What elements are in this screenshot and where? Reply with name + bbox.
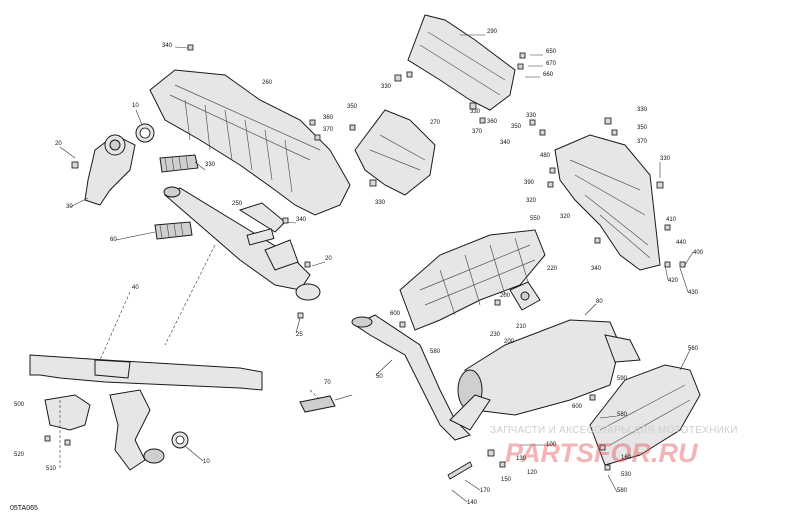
- callout-c550: 550: [530, 216, 541, 222]
- callout-c260: 260: [262, 80, 273, 86]
- gasket-10: [135, 123, 155, 143]
- watermark-tagline: ЗАПЧАСТИ И АКСЕССУАРЫ ДЛЯ МОТОТЕХНИКИ: [490, 425, 738, 436]
- callout-c340b: 340: [500, 140, 511, 146]
- callout-c330c: 330: [526, 113, 537, 119]
- callout-c390: 390: [524, 180, 535, 186]
- leader-lines: [59, 34, 694, 503]
- exhaust-pipe-40: [29, 354, 263, 391]
- tail-shield-560: [589, 364, 701, 466]
- callout-c140: 140: [467, 500, 478, 506]
- callout-c320a: 320: [526, 198, 537, 204]
- callout-c670: 670: [546, 61, 557, 67]
- callout-c70: 70: [324, 380, 331, 386]
- callout-c100: 100: [546, 442, 557, 448]
- callout-c20b: 20: [325, 256, 332, 262]
- callout-c340a: 340: [162, 43, 173, 49]
- pipe-50: [351, 314, 491, 441]
- callout-c330e: 330: [205, 162, 216, 168]
- hardware: [44, 44, 686, 480]
- callout-c340c: 340: [296, 217, 307, 223]
- callout-c220: 220: [547, 266, 558, 272]
- callout-c530: 530: [621, 472, 632, 478]
- callout-c650: 650: [546, 49, 557, 55]
- callout-c20a: 20: [55, 141, 62, 147]
- callout-c320b: 320: [560, 214, 571, 220]
- callout-c580b: 580: [617, 412, 628, 418]
- callout-c250: 250: [232, 201, 243, 207]
- heat-shield-320: [554, 134, 661, 271]
- callout-c330a: 330: [381, 84, 392, 90]
- callout-c330g: 330: [375, 200, 386, 206]
- callout-c350b: 350: [637, 125, 648, 131]
- callout-c200: 200: [500, 293, 511, 299]
- callout-c370c: 370: [637, 139, 648, 145]
- exhaust-elbow-30: [84, 134, 136, 206]
- callout-c330f: 330: [660, 156, 671, 162]
- callout-labels: 340 290 650 670 660 260 10 330 350 360 370 270 330 36…: [14, 29, 704, 506]
- callout-c50: 50: [376, 374, 383, 380]
- callout-c600: 600: [390, 311, 401, 317]
- callout-c150: 150: [501, 477, 512, 483]
- callout-c370b: 370: [472, 129, 483, 135]
- callout-c25: 25: [296, 332, 303, 338]
- heat-shield-290: [407, 14, 516, 111]
- callout-c560: 560: [688, 346, 699, 352]
- callout-c350a: 350: [347, 104, 358, 110]
- callout-c230: 230: [490, 332, 501, 338]
- heat-shield-260: [149, 69, 351, 216]
- heat-shield-550: [399, 229, 546, 331]
- callout-c350c: 350: [511, 124, 522, 130]
- watermark-logo: PARTSFOR.RU: [505, 438, 699, 468]
- callout-c30: 30: [66, 204, 73, 210]
- callout-c40: 40: [132, 285, 139, 291]
- spring-60: [154, 221, 193, 240]
- callout-c60a: 60: [110, 237, 117, 243]
- callout-c360b: 360: [487, 119, 498, 125]
- callout-c520: 520: [14, 452, 25, 458]
- callout-c400: 400: [693, 250, 704, 256]
- callout-c210: 210: [516, 324, 527, 330]
- callout-c590: 590: [617, 376, 628, 382]
- bent-pipe-500: [44, 389, 189, 471]
- spring-330: [159, 154, 199, 173]
- heat-shield-270: [354, 109, 436, 196]
- callout-c10a: 10: [132, 103, 139, 109]
- callout-c340d: 340: [591, 266, 602, 272]
- callout-c660: 660: [543, 72, 554, 78]
- callout-c120: 120: [527, 470, 538, 476]
- callout-c410: 410: [666, 217, 677, 223]
- sensor-70: [299, 394, 353, 413]
- watermark: ЗАПЧАСТИ И АКСЕССУАРЫ ДЛЯ МОТОТЕХНИКИ PA…: [490, 425, 738, 468]
- callout-c160: 160: [621, 455, 632, 461]
- callout-c290: 290: [487, 29, 498, 35]
- callout-c500: 500: [14, 402, 25, 408]
- exhaust-pipe-20: [163, 186, 321, 301]
- callout-c580: 580: [430, 349, 441, 355]
- callout-c420: 420: [668, 278, 679, 284]
- callout-c80: 80: [596, 299, 603, 305]
- callout-c360a: 360: [323, 115, 334, 121]
- callout-c600b: 600: [572, 404, 583, 410]
- callout-c330b: 330: [470, 109, 481, 115]
- callout-c10b: 10: [203, 459, 210, 465]
- callout-c130: 130: [516, 456, 527, 462]
- callout-c440: 440: [676, 240, 687, 246]
- callout-c430: 430: [688, 290, 699, 296]
- callout-c370a: 370: [323, 127, 334, 133]
- callout-c330d: 330: [637, 107, 648, 113]
- callout-c480: 480: [540, 153, 551, 159]
- callout-c200b: 200: [504, 339, 515, 345]
- diagram-code: 05TA065: [10, 505, 38, 512]
- clamp-220: [509, 281, 541, 311]
- callout-c270: 270: [430, 120, 441, 126]
- callout-c170: 170: [480, 488, 491, 494]
- callout-c510: 510: [46, 466, 57, 472]
- callout-c580c: 580: [617, 488, 628, 494]
